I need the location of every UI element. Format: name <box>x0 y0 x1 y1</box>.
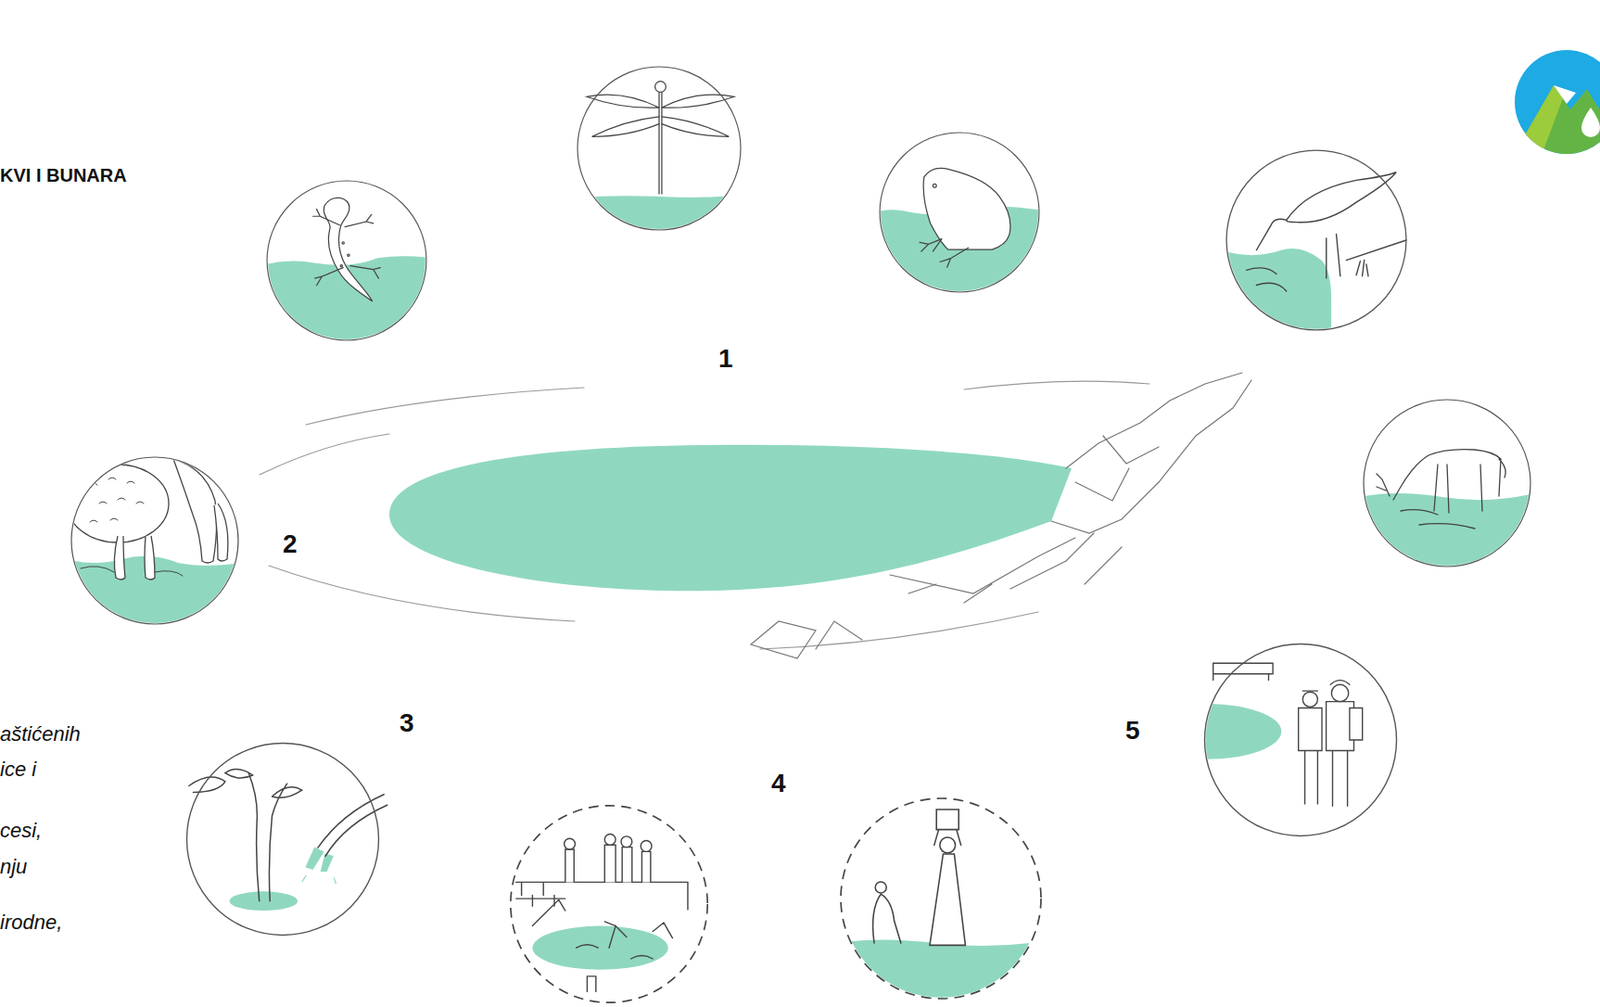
watering-vignette <box>187 743 388 936</box>
note-fragment: cesi, <box>0 819 42 842</box>
hikers-vignette <box>1131 644 1397 837</box>
callout-number: 1 <box>718 344 734 374</box>
callout-number: 2 <box>282 530 298 559</box>
logo <box>1509 50 1600 163</box>
callout-number: 3 <box>399 709 415 738</box>
dragonfly-vignette <box>572 66 746 240</box>
deer-vignette <box>1358 399 1536 576</box>
note-fragment: ice i <box>0 758 37 781</box>
newt-vignette <box>262 180 431 349</box>
callout-number: 5 <box>1125 716 1141 746</box>
bird-vignette <box>1221 150 1407 341</box>
callout-number: 4 <box>771 769 787 799</box>
water-carrier-vignette <box>835 798 1047 1007</box>
sheep-vignette <box>66 457 243 634</box>
note-fragment: aštićenih <box>0 723 81 746</box>
note-fragment: irodne, <box>0 911 63 934</box>
frog-vignette <box>875 132 1043 301</box>
note-fragment: nju <box>0 855 27 878</box>
bathing-vignette <box>510 805 708 1003</box>
title-fragment: KVI I BUNARA <box>0 165 127 186</box>
pond <box>259 372 1252 659</box>
